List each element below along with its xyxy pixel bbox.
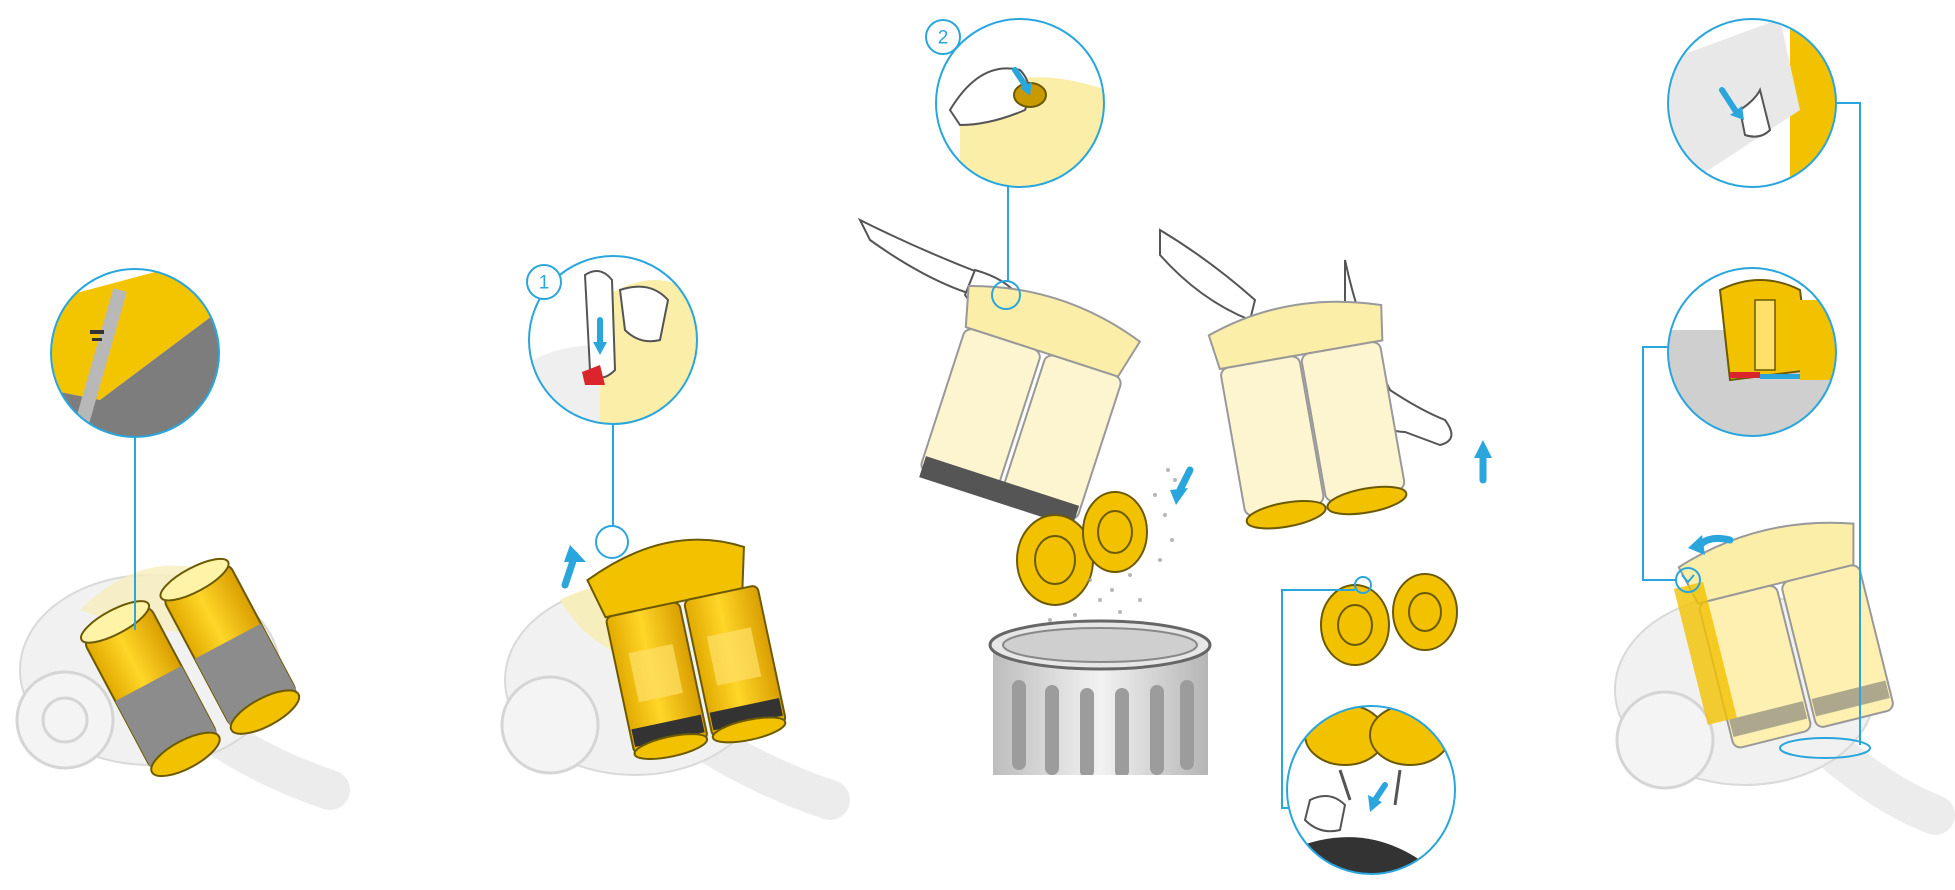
magnifier-callout bbox=[1668, 268, 1838, 438]
magnifier-callout bbox=[50, 268, 220, 438]
arrow-icon bbox=[564, 545, 586, 585]
arrow-icon bbox=[1474, 440, 1492, 480]
panel-2-vacuum: 1 bbox=[502, 256, 830, 800]
trash-bin bbox=[990, 621, 1210, 785]
magnifier-callout bbox=[1668, 19, 1838, 189]
step-number: 2 bbox=[938, 28, 949, 49]
arrow-icon bbox=[1170, 470, 1190, 505]
panel-5-refit bbox=[1615, 19, 1935, 815]
step-badge: 1 bbox=[527, 265, 561, 299]
magnifier-callout bbox=[936, 19, 1106, 189]
step-badge: 2 bbox=[926, 20, 960, 54]
panel-3-emptying: 2 bbox=[860, 19, 1210, 785]
magnifier-callout bbox=[1287, 705, 1457, 876]
panel-1-vacuum bbox=[17, 268, 330, 790]
step-number: 1 bbox=[539, 273, 550, 294]
